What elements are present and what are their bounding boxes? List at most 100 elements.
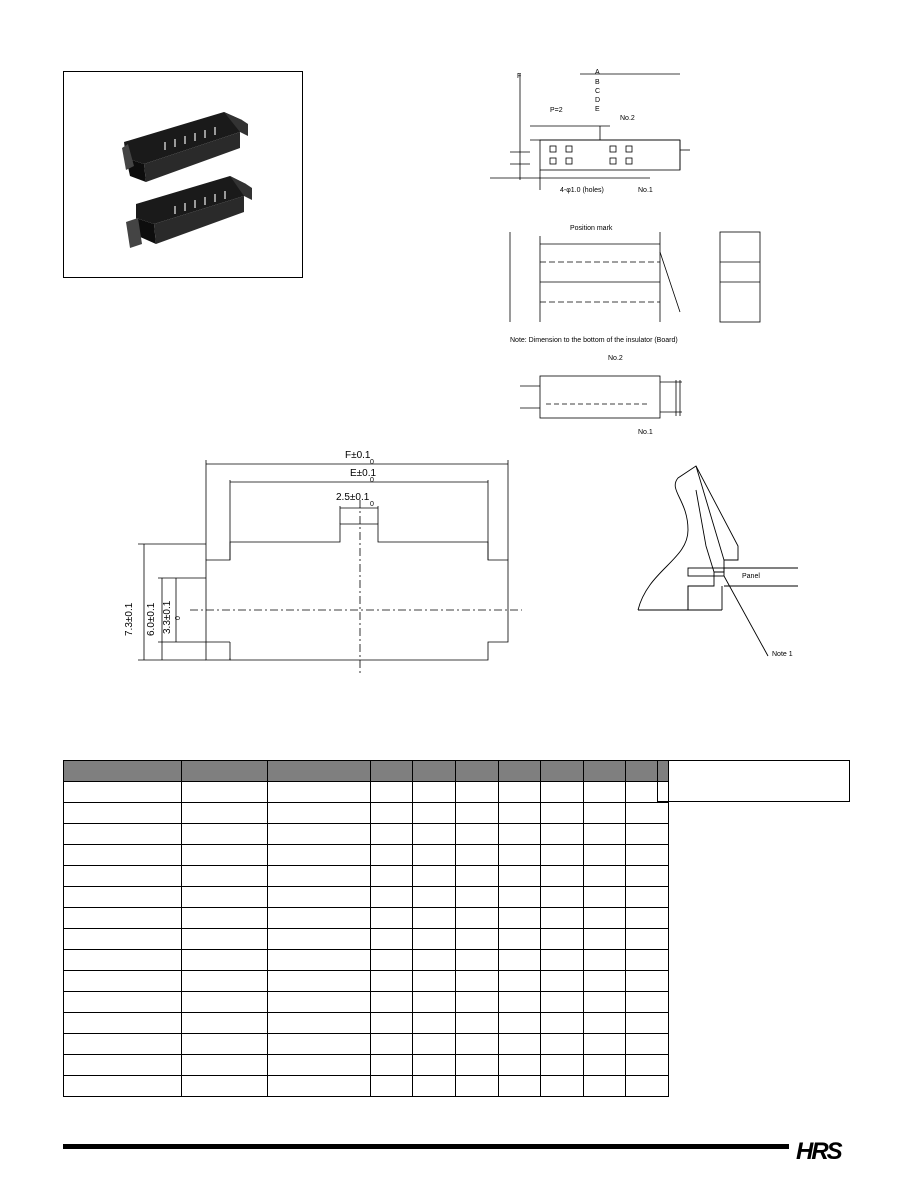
- table-cell: [498, 1075, 541, 1097]
- table-cell: [412, 781, 456, 803]
- note-box: [657, 760, 850, 802]
- table-row: [63, 970, 669, 992]
- table-cell: [498, 970, 541, 992]
- table-cell: [583, 823, 626, 845]
- table-cell: [63, 781, 182, 803]
- table-header-cell: [181, 760, 268, 782]
- top-view-drawing: A B C D E F P=2 No.2 4-φ1.0 (holes) No.1: [490, 69, 690, 194]
- table-header-cell: [63, 760, 182, 782]
- table-cell: [267, 823, 371, 845]
- table-cell: [181, 823, 268, 845]
- table-cell: [540, 1033, 584, 1055]
- table-cell: [583, 949, 626, 971]
- table-cell: [625, 1054, 669, 1076]
- table-cell: [540, 844, 584, 866]
- table-header-cell: [412, 760, 456, 782]
- dim-e: E±0.1: [350, 468, 376, 479]
- table-cell: [455, 949, 499, 971]
- table-cell: [181, 970, 268, 992]
- label-holes: 4-φ1.0 (holes): [560, 187, 604, 194]
- table-cell: [181, 1054, 268, 1076]
- table-cell: [181, 949, 268, 971]
- table-cell: [267, 1033, 371, 1055]
- hrs-logo: HRS: [796, 1138, 843, 1165]
- label-no1: No.1: [638, 187, 653, 194]
- table-cell: [370, 1054, 413, 1076]
- table-cell: [370, 991, 413, 1013]
- table-row: [63, 991, 669, 1013]
- table-cell: [498, 865, 541, 887]
- table-cell: [498, 907, 541, 929]
- table-cell: [63, 802, 182, 824]
- table-cell: [267, 1012, 371, 1034]
- table-cell: [455, 1054, 499, 1076]
- dim-f: F±0.1: [345, 450, 371, 461]
- table-cell: [540, 1054, 584, 1076]
- table-cell: [583, 781, 626, 803]
- dim-3-3-lower: 0: [175, 616, 182, 620]
- table-cell: [455, 823, 499, 845]
- table-cell: [540, 1075, 584, 1097]
- table-row: [63, 928, 669, 950]
- table-cell: [625, 991, 669, 1013]
- label-panel: Panel: [742, 573, 760, 580]
- table-cell: [267, 886, 371, 908]
- label-a: A: [595, 69, 600, 76]
- table-cell: [370, 844, 413, 866]
- label-d: D: [595, 97, 600, 104]
- table-row: [63, 949, 669, 971]
- table-cell: [455, 865, 499, 887]
- label-no2-bottom: No.2: [608, 355, 623, 362]
- table-cell: [625, 865, 669, 887]
- table-row: [63, 1054, 669, 1076]
- table-cell: [625, 949, 669, 971]
- table-cell: [63, 1012, 182, 1034]
- table-cell: [63, 823, 182, 845]
- label-pitch: P=2: [550, 107, 563, 114]
- table-row: [63, 802, 669, 824]
- table-cell: [63, 1033, 182, 1055]
- label-e: E: [595, 106, 600, 113]
- label-b: B: [595, 79, 600, 86]
- table-row: [63, 1033, 669, 1055]
- table-cell: [498, 1033, 541, 1055]
- table-cell: [181, 1012, 268, 1034]
- table-cell: [625, 886, 669, 908]
- table-cell: [63, 970, 182, 992]
- table-cell: [412, 949, 456, 971]
- table-cell: [370, 1075, 413, 1097]
- table-cell: [455, 991, 499, 1013]
- table-cell: [412, 1033, 456, 1055]
- table-cell: [455, 781, 499, 803]
- table-cell: [267, 991, 371, 1013]
- connector-photo: [122, 112, 252, 248]
- table-cell: [181, 928, 268, 950]
- table-cell: [498, 928, 541, 950]
- table-cell: [181, 844, 268, 866]
- table-cell: [412, 1054, 456, 1076]
- table-cell: [583, 1054, 626, 1076]
- table-row: [63, 1012, 669, 1034]
- table-cell: [583, 865, 626, 887]
- table-cell: [625, 1012, 669, 1034]
- table-cell: [181, 802, 268, 824]
- table-cell: [455, 928, 499, 950]
- table-row: [63, 844, 669, 866]
- table-cell: [455, 886, 499, 908]
- table-cell: [63, 991, 182, 1013]
- bottom-view-drawing: No.2 No.1: [520, 355, 682, 436]
- table-cell: [540, 865, 584, 887]
- table-cell: [267, 928, 371, 950]
- table-cell: [370, 865, 413, 887]
- table-cell: [540, 802, 584, 824]
- table-cell: [412, 970, 456, 992]
- table-cell: [370, 823, 413, 845]
- table-body: [63, 781, 669, 1097]
- table-cell: [412, 991, 456, 1013]
- label-position-mark: Position mark: [570, 225, 613, 232]
- table-cell: [181, 886, 268, 908]
- table-cell: [412, 886, 456, 908]
- table-cell: [498, 1054, 541, 1076]
- table-cell: [498, 886, 541, 908]
- table-cell: [455, 1033, 499, 1055]
